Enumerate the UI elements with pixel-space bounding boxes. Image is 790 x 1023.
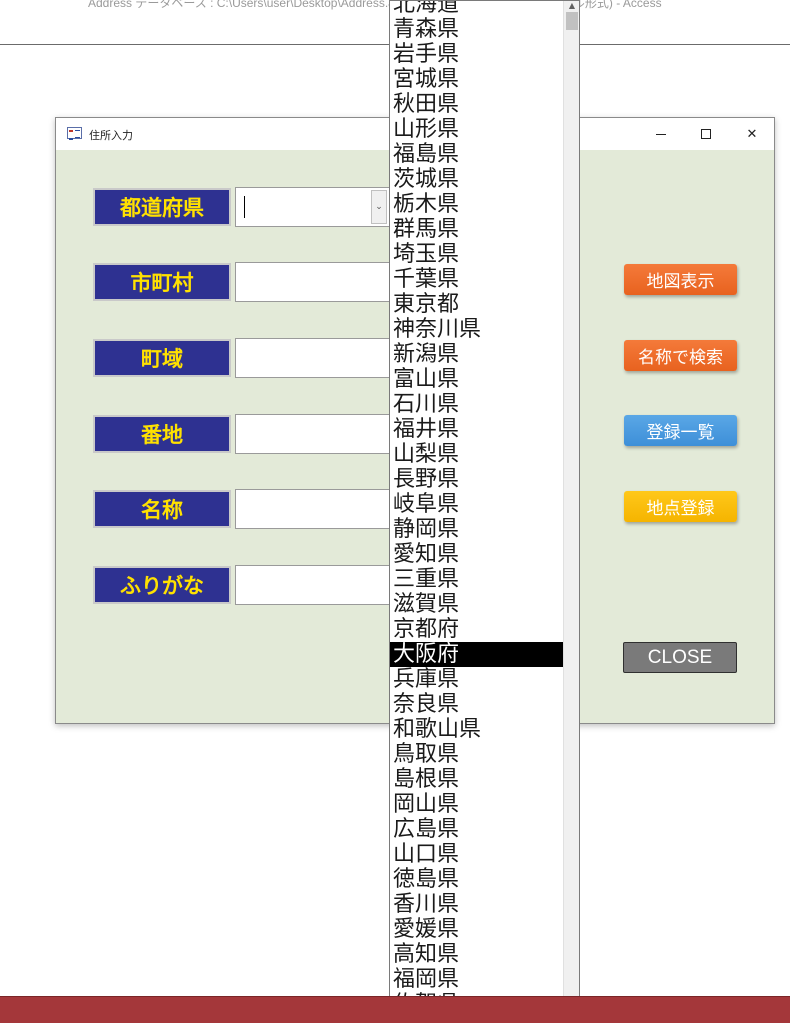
street-number-input[interactable] xyxy=(235,414,395,454)
prefecture-option[interactable]: 福岡県 xyxy=(393,967,460,992)
prefecture-option[interactable]: 島根県 xyxy=(393,767,460,792)
maximize-icon xyxy=(701,129,711,139)
prefecture-options: 北海道青森県岩手県宮城県秋田県山形県福島県茨城県栃木県群馬県埼玉県千葉県東京都神… xyxy=(390,0,564,1017)
registered-list-button[interactable]: 登録一覧 xyxy=(624,415,737,446)
show-map-button[interactable]: 地図表示 xyxy=(624,264,737,295)
prefecture-option[interactable]: 茨城県 xyxy=(393,167,460,192)
close-icon: ✕ xyxy=(746,126,758,142)
prefecture-option[interactable]: 京都府 xyxy=(393,617,460,642)
prefecture-option[interactable]: 高知県 xyxy=(393,942,460,967)
prefecture-label: 都道府県 xyxy=(93,188,231,226)
prefecture-option[interactable]: 滋賀県 xyxy=(393,592,460,617)
prefecture-option[interactable]: 宮城県 xyxy=(393,67,460,92)
status-strip xyxy=(0,996,790,1023)
app-title: Address データベース : C:\Users\user\Desktop\A… xyxy=(88,0,662,10)
name-label: 名称 xyxy=(93,490,231,528)
city-input[interactable] xyxy=(235,262,395,302)
prefecture-option[interactable]: 山形県 xyxy=(393,117,460,142)
prefecture-option[interactable]: 愛媛県 xyxy=(393,917,460,942)
prefecture-option[interactable]: 福井県 xyxy=(393,417,460,442)
prefecture-option[interactable]: 青森県 xyxy=(393,17,460,42)
prefecture-option[interactable]: 奈良県 xyxy=(393,692,460,717)
prefecture-option[interactable]: 徳島県 xyxy=(393,867,460,892)
register-point-button[interactable]: 地点登録 xyxy=(624,491,737,522)
street-number-label: 番地 xyxy=(93,415,231,453)
prefecture-option[interactable]: 香川県 xyxy=(393,892,460,917)
prefecture-option[interactable]: 山口県 xyxy=(393,842,460,867)
prefecture-option[interactable]: 和歌山県 xyxy=(393,717,482,742)
text-cursor xyxy=(244,196,245,218)
prefecture-combobox[interactable]: ⌄ xyxy=(235,187,395,227)
search-by-name-button[interactable]: 名称で検索 xyxy=(624,340,737,371)
town-label: 町域 xyxy=(93,339,231,377)
prefecture-option[interactable]: 埼玉県 xyxy=(393,242,460,267)
prefecture-option-selected[interactable]: 大阪府 xyxy=(390,642,564,667)
town-input[interactable] xyxy=(235,338,395,378)
close-form-button[interactable]: CLOSE xyxy=(623,642,737,673)
furigana-input[interactable] xyxy=(235,565,395,605)
prefecture-option[interactable]: 広島県 xyxy=(393,817,460,842)
prefecture-option[interactable]: 東京都 xyxy=(393,292,460,317)
prefecture-option[interactable]: 鳥取県 xyxy=(393,742,460,767)
chevron-down-icon: ⌄ xyxy=(375,202,383,212)
maximize-button[interactable] xyxy=(683,118,729,150)
prefecture-option[interactable]: 岡山県 xyxy=(393,792,460,817)
prefecture-option[interactable]: 石川県 xyxy=(393,392,460,417)
prefecture-option[interactable]: 福島県 xyxy=(393,142,460,167)
form-title: 住所入力 xyxy=(89,129,133,142)
prefecture-dropdown-list[interactable]: 北海道青森県岩手県宮城県秋田県山形県福島県茨城県栃木県群馬県埼玉県千葉県東京都神… xyxy=(389,0,580,1020)
form-icon xyxy=(67,127,82,140)
prefecture-option[interactable]: 群馬県 xyxy=(393,217,460,242)
prefecture-option[interactable]: 北海道 xyxy=(393,0,460,17)
minimize-icon xyxy=(656,133,666,135)
prefecture-option[interactable]: 秋田県 xyxy=(393,92,460,117)
prefecture-option[interactable]: 愛知県 xyxy=(393,542,460,567)
prefecture-option[interactable]: 山梨県 xyxy=(393,442,460,467)
prefecture-option[interactable]: 富山県 xyxy=(393,367,460,392)
furigana-label: ふりがな xyxy=(93,566,231,604)
city-label: 市町村 xyxy=(93,263,231,301)
prefecture-option[interactable]: 長野県 xyxy=(393,467,460,492)
prefecture-option[interactable]: 岐阜県 xyxy=(393,492,460,517)
prefecture-option[interactable]: 神奈川県 xyxy=(393,317,482,342)
prefecture-option[interactable]: 新潟県 xyxy=(393,342,460,367)
prefecture-option[interactable]: 三重県 xyxy=(393,567,460,592)
close-window-button[interactable]: ✕ xyxy=(729,118,775,150)
prefecture-option[interactable]: 栃木県 xyxy=(393,192,460,217)
prefecture-dropdown-button[interactable]: ⌄ xyxy=(371,190,387,224)
scroll-up-arrow-icon[interactable]: ▲ xyxy=(568,1,576,10)
minimize-button[interactable] xyxy=(638,118,684,150)
prefecture-option[interactable]: 千葉県 xyxy=(393,267,460,292)
prefecture-option[interactable]: 岩手県 xyxy=(393,42,460,67)
prefecture-option[interactable]: 兵庫県 xyxy=(393,667,460,692)
name-input[interactable] xyxy=(235,489,395,529)
list-scrollbar[interactable]: ▲ ⌄ xyxy=(563,1,579,1019)
scroll-thumb[interactable] xyxy=(566,12,578,30)
prefecture-option[interactable]: 静岡県 xyxy=(393,517,460,542)
